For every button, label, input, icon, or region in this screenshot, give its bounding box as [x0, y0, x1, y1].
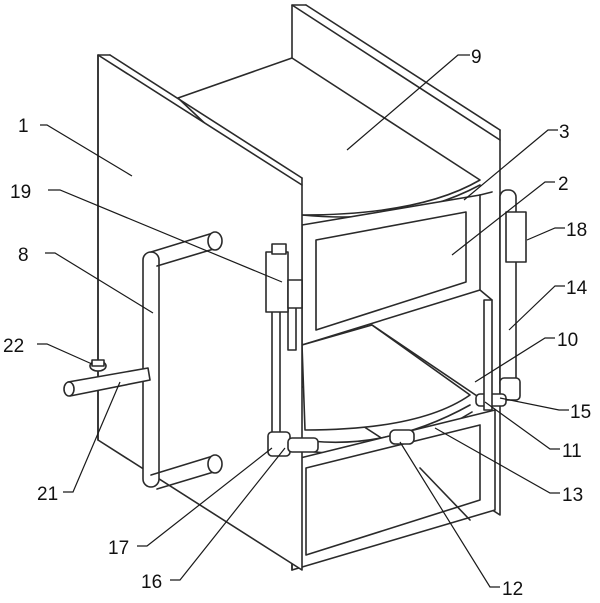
label-12: 12 [502, 579, 523, 600]
label-18: 18 [566, 220, 587, 241]
label-22: 22 [3, 336, 24, 357]
label-8: 8 [18, 245, 29, 266]
label-15: 15 [570, 402, 591, 423]
label-17: 17 [108, 538, 129, 559]
label-10: 10 [557, 330, 578, 351]
label-16: 16 [141, 572, 162, 593]
leader-lines [37, 54, 569, 588]
left-rod-assembly [265, 243, 415, 457]
label-1: 1 [18, 116, 29, 137]
right-rod-assembly [475, 189, 527, 411]
label-11: 11 [562, 441, 582, 462]
label-3: 3 [559, 122, 570, 143]
label-14: 14 [566, 278, 588, 299]
label-21: 21 [37, 484, 58, 505]
label-2: 2 [558, 174, 569, 195]
label-19: 19 [10, 182, 31, 203]
upper-tray [301, 191, 493, 346]
callout-labels: 1 9 3 2 19 8 18 14 10 22 15 11 13 21 17 … [3, 47, 591, 600]
label-9: 9 [471, 47, 482, 68]
label-13: 13 [562, 485, 583, 506]
locking-pin [63, 359, 151, 397]
